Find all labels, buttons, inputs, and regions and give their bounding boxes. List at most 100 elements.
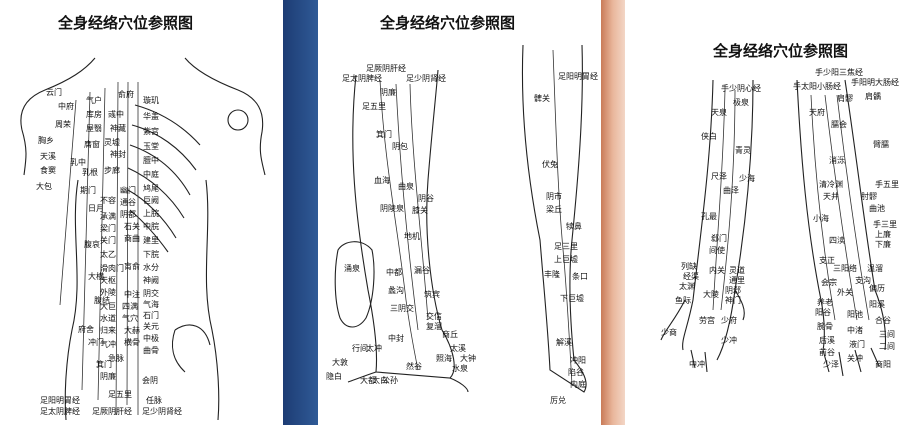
acupoint-label: 建里 bbox=[143, 236, 159, 245]
acupoint-label: 劳宫 bbox=[699, 316, 715, 325]
acupoint-label: 照海 bbox=[436, 354, 452, 363]
acupoint-label: 关元 bbox=[143, 322, 159, 331]
acupoint-label: 中庭 bbox=[143, 170, 159, 179]
acupoint-label: 曲泽 bbox=[723, 186, 739, 195]
acupoint-label: 青灵 bbox=[735, 146, 751, 155]
acupoint-label: 府舍 bbox=[78, 325, 94, 334]
acupoint-label: 箕门 bbox=[376, 130, 392, 139]
acupoint-label: 胸乡 bbox=[38, 136, 54, 145]
acupoint-label: 筑宾 bbox=[424, 290, 440, 299]
acupoint-label: 养老 bbox=[817, 298, 833, 307]
acupoint-label: 少商 bbox=[661, 328, 677, 337]
acupoint-label: 内庭 bbox=[570, 380, 586, 389]
acupoint-label: 外陵 bbox=[100, 288, 116, 297]
acupoint-label: 合谷 bbox=[875, 316, 891, 325]
acupoint-label: 气户 bbox=[86, 96, 102, 105]
acupoint-label: 血海 bbox=[374, 176, 390, 185]
acupoint-label: 手五里 bbox=[875, 180, 899, 189]
meridian-label: 足太阴脾经 bbox=[342, 74, 382, 83]
acupoint-label: 大都 bbox=[360, 376, 376, 385]
acupoint-label: 中极 bbox=[143, 334, 159, 343]
acupoint-label: 四渎 bbox=[829, 236, 845, 245]
acupoint-label: 伏兔 bbox=[542, 160, 558, 169]
panel-title: 全身经络穴位参照图 bbox=[713, 42, 849, 60]
acupoint-label: 彧中 bbox=[108, 110, 124, 119]
acupoint-label: 少海 bbox=[739, 174, 755, 183]
acupoint-label: 天井 bbox=[823, 192, 839, 201]
acupoint-label: 大钟 bbox=[460, 354, 476, 363]
acupoint-label: 阴都 bbox=[120, 210, 136, 219]
meridian-label: 足少阴肾经 bbox=[142, 407, 182, 416]
acupoint-label: 复溜 bbox=[426, 322, 442, 331]
acupoint-label: 天泉 bbox=[711, 108, 727, 117]
acupoint-label: 横骨 bbox=[124, 338, 140, 347]
acupoint-label: 膻中 bbox=[143, 156, 159, 165]
acupoint-label: 二间 bbox=[879, 342, 895, 351]
acupoint-label: 食窦 bbox=[40, 166, 56, 175]
acupoint-label: 少泽 bbox=[823, 360, 839, 369]
meridian-label: 手少阳三焦经 bbox=[815, 68, 863, 77]
acupoint-label: 上廉 bbox=[875, 230, 891, 239]
acupoint-label: 太白 bbox=[372, 376, 388, 385]
acupoint-label: 上巨墟 bbox=[554, 255, 578, 264]
acupoint-label: 阴交 bbox=[143, 289, 159, 298]
panel-title: 全身经络穴位参照图 bbox=[380, 14, 516, 32]
acupoint-label: 公孙 bbox=[382, 376, 398, 385]
meridian-label: 足阳明胃经 bbox=[40, 396, 80, 405]
acupoint-label: 天溪 bbox=[40, 152, 56, 161]
acupoint-label: 关门 bbox=[100, 236, 116, 245]
acupoint-label: 曲泉 bbox=[398, 182, 414, 191]
panel-title: 全身经络穴位参照图 bbox=[58, 14, 194, 32]
acupoint-label: 漏谷 bbox=[414, 266, 430, 275]
acupoint-label: 后溪 bbox=[819, 336, 835, 345]
meridian-label: 手少阴心经 bbox=[721, 84, 761, 93]
acupoint-label: 鸠尾 bbox=[143, 184, 159, 193]
meridian-label: 足厥阴肝经 bbox=[92, 407, 132, 416]
acupoint-label: 水道 bbox=[100, 314, 116, 323]
acupoint-label: 日月 bbox=[88, 204, 104, 213]
acupoint-label: 期门 bbox=[80, 186, 96, 195]
acupoint-label: 大巨 bbox=[100, 302, 116, 311]
acupoint-label: 乳根 bbox=[82, 168, 98, 177]
acupoint-label: 前谷 bbox=[819, 348, 835, 357]
torso-figure bbox=[20, 57, 266, 421]
acupoint-label: 曲池 bbox=[869, 204, 885, 213]
acupoint-label: 水泉 bbox=[452, 364, 468, 373]
acupoint-label: 足五里 bbox=[362, 102, 386, 111]
acupoint-label: 中都 bbox=[386, 268, 402, 277]
acupoint-label: 陷谷 bbox=[568, 368, 584, 377]
acupoint-label: 梁丘 bbox=[546, 205, 562, 214]
acupoint-label: 乳中 bbox=[70, 158, 86, 167]
acupoint-label: 关冲 bbox=[847, 354, 863, 363]
acupoint-label: 大横 bbox=[88, 272, 104, 281]
acupoint-label: 神藏 bbox=[110, 124, 126, 133]
acupoint-label: 内关 bbox=[709, 266, 725, 275]
acupoint-label: 经渠 bbox=[683, 272, 699, 281]
acupoint-label: 肓俞 bbox=[124, 262, 140, 271]
acupoint-label: 中封 bbox=[388, 334, 404, 343]
acupoint-label: 上脘 bbox=[143, 209, 159, 218]
meridian-label: 足厥阴肝经 bbox=[366, 64, 406, 73]
acupoint-label: 地机 bbox=[404, 232, 420, 241]
acupoint-label: 急脉 bbox=[108, 354, 124, 363]
acupoint-label: 璇玑 bbox=[143, 96, 159, 105]
acupoint-label: 步廊 bbox=[104, 166, 120, 175]
acupoint-label: 阴郄 bbox=[725, 286, 741, 295]
acupoint-label: 偏历 bbox=[869, 284, 885, 293]
acupoint-label: 神门 bbox=[725, 296, 741, 305]
acupoint-label: 温溜 bbox=[867, 264, 883, 273]
acupoint-label: 犊鼻 bbox=[566, 222, 582, 231]
acupoint-label: 厉兑 bbox=[550, 396, 566, 405]
acupoint-label: 神阙 bbox=[143, 276, 159, 285]
acupoint-label: 支沟 bbox=[855, 276, 871, 285]
meridian-label: 任脉 bbox=[146, 396, 162, 405]
acupoint-label: 蠡沟 bbox=[388, 286, 404, 295]
acupoint-label: 梁门 bbox=[100, 224, 116, 233]
acupoint-label: 清冷渊 bbox=[819, 180, 843, 189]
acupoint-label: 会阴 bbox=[142, 376, 158, 385]
acupoint-label: 隐白 bbox=[326, 372, 342, 381]
acupoint-label: 肩髃 bbox=[865, 92, 881, 101]
arms-figure bbox=[660, 79, 887, 377]
acupoint-label: 足五里 bbox=[108, 390, 132, 399]
meridian-label: 足少阴肾经 bbox=[406, 74, 446, 83]
